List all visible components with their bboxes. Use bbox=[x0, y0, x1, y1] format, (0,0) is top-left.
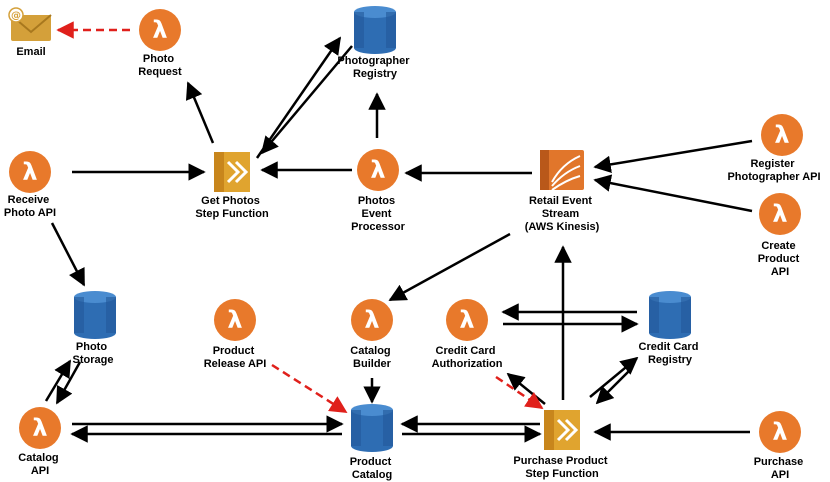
register-photographer-api-label: Register Photographer API bbox=[727, 158, 820, 183]
svg-text:λ: λ bbox=[32, 414, 47, 442]
node-catalog-builder[interactable]: λ Catalog Builder bbox=[350, 299, 393, 370]
edge-purchase-product-sf-to-credit-card-authorization bbox=[506, 372, 546, 405]
svg-text:@: @ bbox=[11, 11, 21, 22]
email-icon: @ bbox=[8, 7, 52, 41]
database-icon bbox=[649, 291, 691, 339]
node-credit-card-registry[interactable]: Credit Card Registry bbox=[639, 291, 702, 366]
purchase-api-label: Purchase API bbox=[754, 456, 807, 481]
edges-layer bbox=[44, 21, 753, 443]
edge-catalog-api-to-photo-storage bbox=[44, 359, 72, 402]
edge-get-photos-sf-to-photographer-registry bbox=[255, 36, 342, 159]
kinesis-icon bbox=[540, 150, 584, 191]
edge-receive-photo-api-to-photo-storage bbox=[50, 222, 86, 287]
lambda-icon: λ bbox=[357, 149, 399, 191]
product-release-api-label: Product Release API bbox=[204, 345, 267, 370]
lambda-icon: λ bbox=[139, 9, 181, 51]
svg-text:λ: λ bbox=[774, 121, 789, 149]
edge-purchase-product-sf-to-credit-card-registry bbox=[589, 356, 639, 398]
lambda-icon: λ bbox=[759, 411, 801, 453]
node-photos-event-processor[interactable]: λ Photos Event Processor bbox=[351, 149, 406, 233]
edge-photo-storage-to-catalog-api bbox=[55, 361, 82, 405]
database-icon bbox=[351, 404, 393, 452]
node-receive-photo-api[interactable]: λ Receive Photo API bbox=[4, 151, 56, 219]
node-purchase-api[interactable]: λ Purchase API bbox=[754, 411, 807, 481]
svg-text:λ: λ bbox=[364, 306, 379, 334]
credit-card-authorization-label: Credit Card Authorization bbox=[432, 345, 503, 370]
edge-create-product-api-to-retail-event-stream bbox=[593, 174, 753, 213]
node-retail-event-stream[interactable]: Retail Event Stream (AWS Kinesis) bbox=[525, 150, 600, 233]
database-icon bbox=[354, 6, 396, 54]
create-product-api-label: Create Product API bbox=[758, 240, 803, 278]
node-photographer-registry[interactable]: Photographer Registry bbox=[337, 6, 412, 80]
lambda-icon: λ bbox=[759, 193, 801, 235]
credit-card-registry-label: Credit Card Registry bbox=[639, 341, 702, 366]
svg-text:λ: λ bbox=[772, 418, 787, 446]
node-credit-card-authorization[interactable]: λ Credit Card Authorization bbox=[432, 299, 503, 370]
node-product-release-api[interactable]: λ Product Release API bbox=[204, 299, 267, 370]
lambda-icon: λ bbox=[9, 151, 51, 193]
node-catalog-api[interactable]: λ Catalog API bbox=[18, 407, 61, 477]
edge-get-photos-sf-to-photo-request bbox=[185, 81, 215, 144]
retail-event-stream-label: Retail Event Stream (AWS Kinesis) bbox=[525, 195, 600, 233]
catalog-builder-label: Catalog Builder bbox=[350, 345, 393, 370]
receive-photo-api-label: Receive Photo API bbox=[4, 194, 56, 219]
lambda-icon: λ bbox=[446, 299, 488, 341]
photo-request-label: Photo Request bbox=[138, 53, 182, 78]
edge-product-release-api-to-product-catalog bbox=[271, 363, 348, 414]
product-catalog-label: Product Catalog bbox=[350, 456, 395, 481]
photographer-registry-label: Photographer Registry bbox=[337, 55, 412, 80]
purchase-product-sf-label: Purchase Product Step Function bbox=[513, 455, 610, 480]
node-get-photos-step-function[interactable]: Get Photos Step Function bbox=[195, 152, 269, 220]
edge-register-photographer-api-to-retail-event-stream bbox=[593, 139, 753, 174]
email-label: Email bbox=[16, 46, 45, 58]
node-photo-request[interactable]: λ Photo Request bbox=[138, 9, 182, 78]
photos-event-processor-label: Photos Event Processor bbox=[351, 195, 406, 233]
node-create-product-api[interactable]: λ Create Product API bbox=[758, 193, 803, 278]
edge-photographer-registry-to-get-photos-sf bbox=[260, 45, 353, 155]
lambda-icon: λ bbox=[761, 114, 803, 156]
lambda-icon: λ bbox=[19, 407, 61, 449]
photo-storage-label: Photo Storage bbox=[73, 341, 114, 366]
svg-text:λ: λ bbox=[459, 306, 474, 334]
step-function-icon bbox=[544, 410, 580, 450]
database-icon bbox=[74, 291, 116, 339]
node-purchase-product-step-function[interactable]: Purchase Product Step Function bbox=[513, 410, 610, 480]
svg-text:λ: λ bbox=[370, 156, 385, 184]
step-function-icon bbox=[214, 152, 250, 192]
svg-text:λ: λ bbox=[227, 306, 242, 334]
svg-text:λ: λ bbox=[22, 158, 37, 186]
node-register-photographer-api[interactable]: λ Register Photographer API bbox=[727, 114, 821, 183]
catalog-api-label: Catalog API bbox=[18, 452, 61, 477]
lambda-icon: λ bbox=[351, 299, 393, 341]
svg-text:λ: λ bbox=[772, 200, 787, 228]
edge-credit-card-registry-to-purchase-product-sf bbox=[595, 369, 631, 405]
get-photos-sf-label: Get Photos Step Function bbox=[195, 195, 269, 220]
edge-retail-event-stream-to-catalog-builder bbox=[388, 232, 511, 302]
node-photo-storage[interactable]: Photo Storage bbox=[73, 291, 116, 366]
edge-credit-card-authorization-to-purchase-product-sf bbox=[495, 375, 544, 410]
lambda-icon: λ bbox=[214, 299, 256, 341]
node-email[interactable]: @ Email bbox=[8, 7, 52, 58]
svg-text:λ: λ bbox=[152, 16, 167, 44]
node-product-catalog[interactable]: Product Catalog bbox=[350, 404, 395, 481]
